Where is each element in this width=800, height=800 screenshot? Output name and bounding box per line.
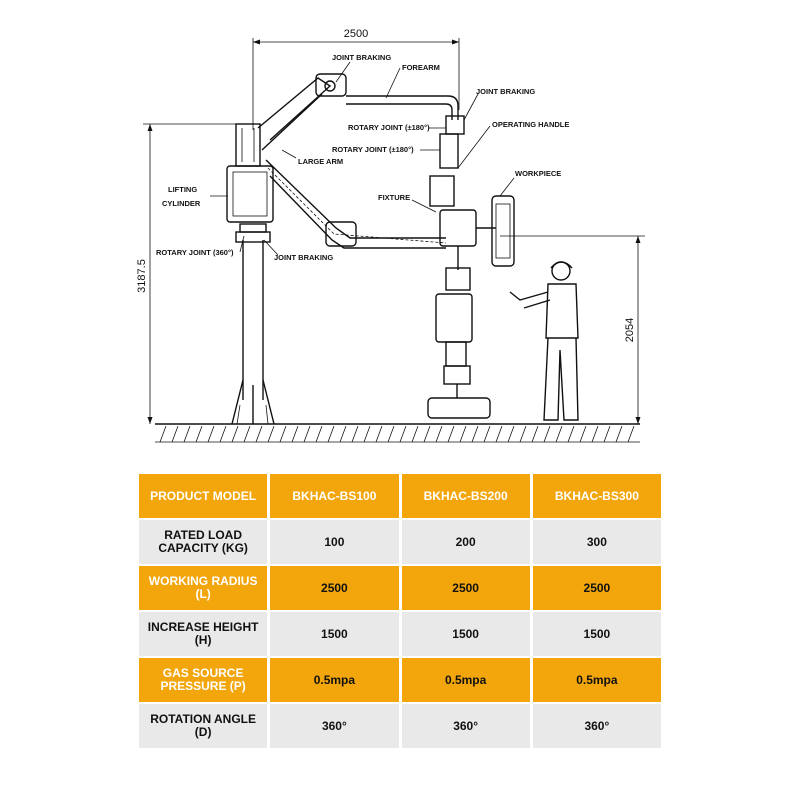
dimension-total-height: 3187.5: [136, 123, 238, 424]
leader-lines: [210, 61, 515, 256]
table-cell: 100: [270, 520, 399, 564]
table-row: ROTATION ANGLE(D) 360° 360° 360°: [139, 704, 661, 748]
table-row: WORKING RADIUS(L) 2500 2500 2500: [139, 566, 661, 610]
table-header-row: PRODUCT MODEL BKHAC-BS100 BKHAC-BS200 BK…: [139, 474, 661, 518]
row-label-line2: (L): [195, 587, 211, 601]
table-cell: 0.5mpa: [270, 658, 399, 702]
large-arm: [257, 73, 347, 151]
table-cell: 1500: [532, 612, 661, 656]
table-cell: 360°: [401, 704, 530, 748]
row-label: INCREASE HEIGHT(H): [139, 612, 268, 656]
dim-total-height-text: 3187.5: [136, 259, 148, 293]
row-label: WORKING RADIUS(L): [139, 566, 268, 610]
table-cell: 360°: [532, 704, 661, 748]
table-cell: 2500: [270, 566, 399, 610]
tool-assembly: [427, 267, 491, 419]
header-product-model: PRODUCT MODEL: [139, 474, 268, 518]
label-lifting: LIFTING: [168, 185, 197, 194]
table-cell: 360°: [270, 704, 399, 748]
row-label-line2: CAPACITY (KG): [158, 541, 248, 555]
label-workpiece: WORKPIECE: [515, 169, 561, 178]
table-cell: 2500: [401, 566, 530, 610]
row-label-line2: (H): [194, 633, 212, 647]
lower-arm: [265, 159, 447, 249]
table-row: INCREASE HEIGHT(H) 1500 1500 1500: [139, 612, 661, 656]
table-cell: 1500: [270, 612, 399, 656]
label-joint-braking-right: JOINT BRAKING: [476, 87, 535, 96]
manipulator-diagram: 2500 3187.5 2054: [136, 28, 645, 443]
row-label-line1: WORKING RADIUS: [148, 574, 258, 589]
lifting-cylinder: [226, 123, 274, 223]
dimension-width: 2500: [252, 28, 460, 130]
row-label-line1: GAS SOURCE: [162, 666, 244, 681]
fixture-head: [429, 133, 515, 270]
header-model-1: BKHAC-BS100: [270, 474, 399, 518]
label-joint-braking-top: JOINT BRAKING: [332, 53, 391, 62]
label-joint-braking-bottom: JOINT BRAKING: [274, 253, 333, 262]
row-label-line1: ROTATION ANGLE: [150, 712, 257, 727]
dimension-working-height: 2054: [500, 235, 645, 424]
label-operating-handle: OPERATING HANDLE: [492, 120, 569, 129]
dim-width-text: 2500: [344, 28, 368, 40]
dim-working-height-text: 2054: [624, 318, 636, 342]
row-label-line1: RATED LOAD: [164, 528, 243, 543]
table-cell: 300: [532, 520, 661, 564]
label-forearm: FOREARM: [402, 63, 440, 72]
label-rotary-joint-180-b: ROTARY JOINT (±180°): [332, 145, 414, 154]
row-label-line2: (D): [194, 725, 212, 739]
table-cell: 0.5mpa: [532, 658, 661, 702]
label-rotary-joint-360: ROTARY JOINT (360°): [156, 248, 234, 257]
spec-table: PRODUCT MODEL BKHAC-BS100 BKHAC-BS200 BK…: [136, 472, 664, 750]
header-model-2: BKHAC-BS200: [401, 474, 530, 518]
label-large-arm: LARGE ARM: [298, 157, 343, 166]
label-cylinder: CYLINDER: [162, 199, 201, 208]
header-model-3: BKHAC-BS300: [532, 474, 661, 518]
column: [231, 223, 275, 425]
table-cell: 2500: [532, 566, 661, 610]
table-cell: 1500: [401, 612, 530, 656]
label-fixture: FIXTURE: [378, 193, 410, 202]
label-rotary-joint-180-a: ROTARY JOINT (±180°): [348, 123, 430, 132]
ground: [155, 423, 640, 443]
row-label: ROTATION ANGLE(D): [139, 704, 268, 748]
table-cell: 200: [401, 520, 530, 564]
row-label-line1: INCREASE HEIGHT: [147, 620, 259, 635]
diagram-labels: JOINT BRAKING FOREARM JOINT BRAKING ROTA…: [156, 53, 569, 262]
row-label-line2: PRESSURE (P): [160, 679, 246, 693]
operator-figure: [509, 261, 579, 421]
table-cell: 0.5mpa: [401, 658, 530, 702]
